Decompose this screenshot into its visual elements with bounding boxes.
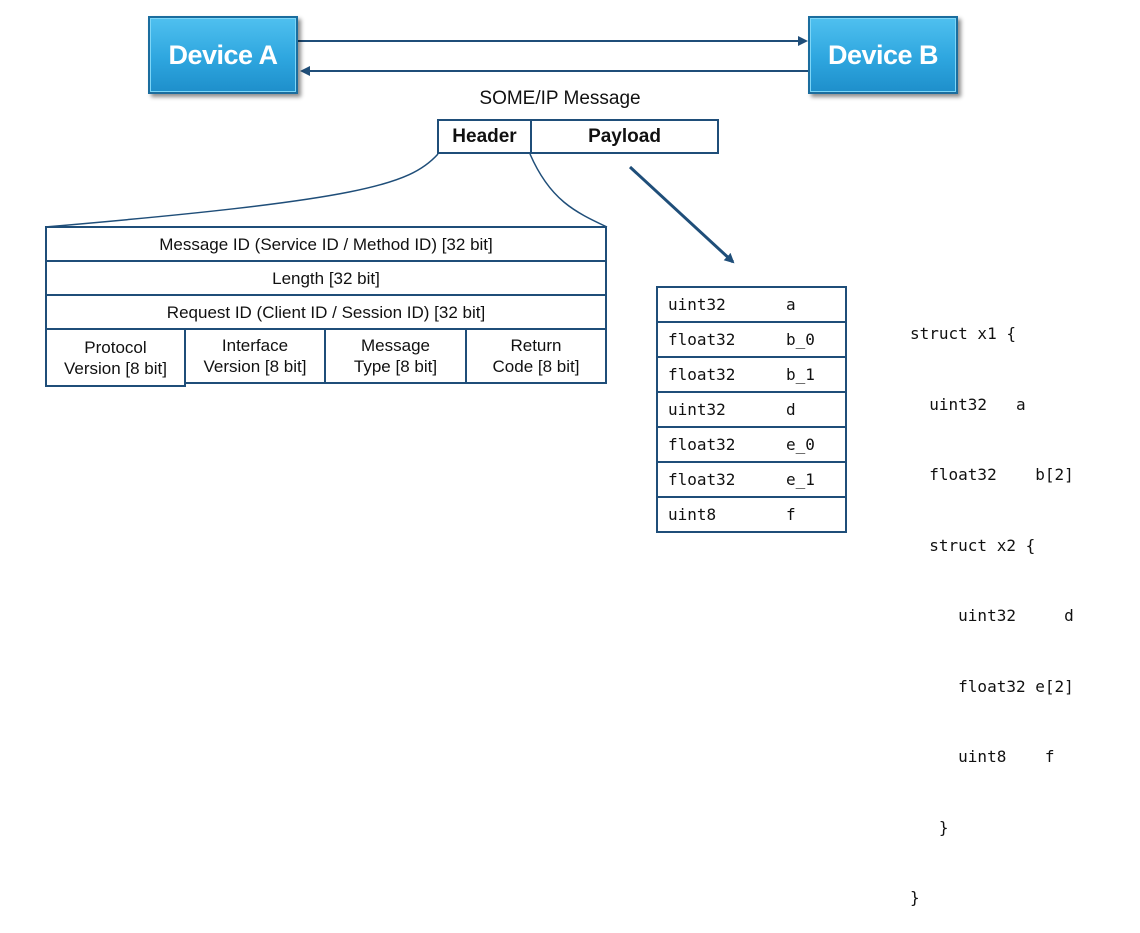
- struct-definition: struct x1 { uint32 a float32 b[2] struct…: [910, 275, 1135, 933]
- code-line: uint32 d: [910, 606, 1074, 625]
- payload-row: float32 b_1: [656, 356, 847, 393]
- code-line: float32 b[2]: [910, 465, 1074, 484]
- interface-version-line1: Interface: [221, 336, 289, 355]
- header-expansion-right-curve: [529, 153, 608, 228]
- payload-row: uint8 f: [656, 496, 847, 533]
- payload-row-name: d: [786, 400, 796, 419]
- code-line: struct x2 {: [910, 535, 1036, 555]
- connector-lines: [44, 36, 808, 264]
- device-a-box: Device A: [148, 16, 298, 94]
- payload-row-name: b_1: [786, 365, 815, 384]
- code-line: }: [910, 888, 920, 907]
- header-field-length: Length [32 bit]: [45, 260, 607, 296]
- header-field-request-id: Request ID (Client ID / Session ID) [32 …: [45, 294, 607, 330]
- message-title: SOME/IP Message: [479, 88, 641, 109]
- payload-row-type: float32: [668, 470, 736, 489]
- header-field-message-type: Message Type [8 bit]: [324, 328, 467, 384]
- code-line: uint32 a: [910, 394, 1026, 414]
- payload-row-type: float32: [668, 330, 736, 349]
- message-type-line1: Message: [361, 336, 430, 355]
- header-box-label: Header: [452, 125, 517, 147]
- code-line: struct x1 {: [910, 324, 1016, 343]
- payload-row: float32 e_1: [656, 461, 847, 498]
- payload-box-label: Payload: [588, 125, 661, 147]
- payload-row-name: b_0: [786, 330, 815, 349]
- payload-row-type: float32: [668, 435, 736, 454]
- payload-row-name: e_0: [786, 435, 815, 454]
- code-line: float32 e[2]: [910, 676, 1074, 696]
- header-field-return-code: Return Code [8 bit]: [465, 328, 607, 384]
- payload-row: float32 e_0: [656, 426, 847, 463]
- interface-version-line2: Version [8 bit]: [203, 357, 307, 376]
- payload-row-type: uint8: [668, 505, 717, 524]
- message-type-line2: Type [8 bit]: [353, 357, 438, 376]
- header-field-message-id-text: Message ID (Service ID / Method ID) [32 …: [159, 234, 493, 254]
- header-field-interface-version: Interface Version [8 bit]: [184, 328, 326, 384]
- protocol-version-line2: Version [8 bit]: [63, 358, 167, 378]
- header-field-request-id-text: Request ID (Client ID / Session ID) [32 …: [166, 302, 486, 322]
- payload-row-type: uint32: [668, 295, 726, 314]
- payload-row: uint32 a: [656, 286, 847, 323]
- return-code-line2: Code [8 bit]: [492, 357, 580, 376]
- payload-row-name: f: [786, 505, 796, 524]
- payload-row-type: uint32: [668, 400, 726, 419]
- payload-row-name: e_1: [786, 470, 815, 489]
- payload-table: uint32 a float32 b_0 float32 b_1 uint32 …: [656, 286, 847, 533]
- header-field-message-id: Message ID (Service ID / Method ID) [32 …: [45, 226, 607, 262]
- payload-row: float32 b_0: [656, 321, 847, 358]
- payload-row-type: float32: [668, 365, 736, 384]
- header-field-protocol-version: Protocol Version [8 bit]: [45, 328, 186, 387]
- header-expansion-left-curve: [44, 153, 439, 228]
- protocol-version-line1: Protocol: [84, 337, 147, 357]
- payload-row: uint32 d: [656, 391, 847, 428]
- payload-arrow: [628, 165, 735, 264]
- header-box: Header: [437, 119, 532, 154]
- device-a-label: Device A: [168, 39, 278, 70]
- header-field-length-text: Length [32 bit]: [272, 268, 380, 288]
- device-b-box: Device B: [808, 16, 958, 94]
- return-code-line1: Return: [510, 336, 562, 355]
- payload-row-name: a: [786, 295, 796, 314]
- code-line: }: [910, 817, 949, 837]
- code-line: uint8 f: [910, 747, 1055, 766]
- device-b-label: Device B: [827, 39, 939, 70]
- payload-box: Payload: [530, 119, 719, 154]
